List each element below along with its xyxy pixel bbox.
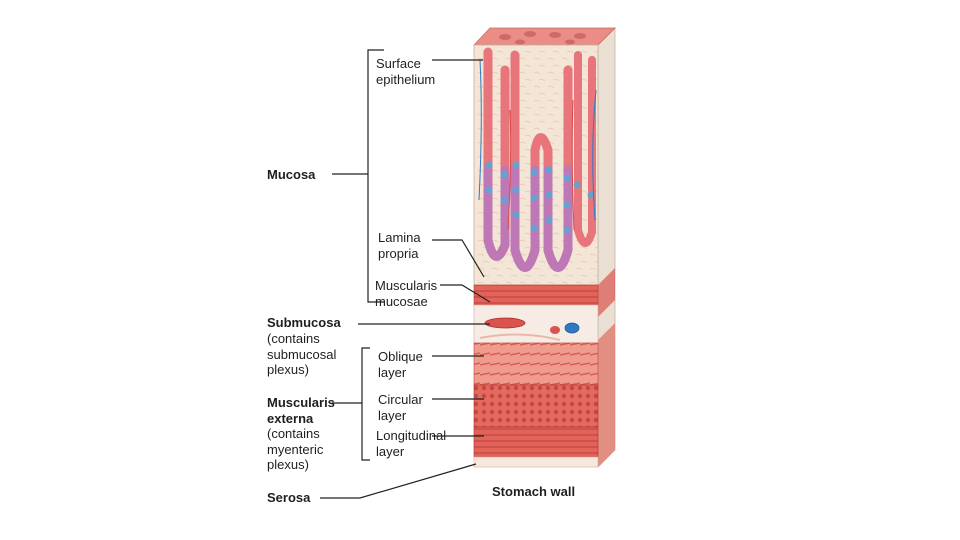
muscularis-mucosae-layer <box>474 285 598 305</box>
submucosa-label: Submucosa <box>267 315 341 331</box>
muscularis-externa-label: Muscularis externa <box>267 395 335 426</box>
longitudinal-layer-label: Longitudinal layer <box>376 428 446 459</box>
block-top-surface <box>474 28 615 45</box>
surface-epithelium-label: Surface epithelium <box>376 56 435 87</box>
oblique-muscle-layer <box>474 343 598 385</box>
mucosa-bracket <box>368 50 384 302</box>
muscularis-externa-note-label: (contains myenteric plexus) <box>267 426 323 473</box>
serosa-layer <box>474 457 598 467</box>
lamina-propria-label: Lamina propria <box>378 230 421 261</box>
mucosa-layer <box>474 45 598 285</box>
submucosa-layer <box>474 305 598 343</box>
block-side-face <box>598 28 615 467</box>
serosa-label: Serosa <box>267 490 310 506</box>
diagram-caption: Stomach wall <box>492 484 575 500</box>
circular-muscle-layer <box>474 385 598 427</box>
muscularis-externa-bracket <box>362 348 370 460</box>
muscularis-mucosae-label: Muscularis mucosae <box>375 278 437 309</box>
mucosa-label: Mucosa <box>267 167 315 183</box>
longitudinal-muscle-layer <box>474 427 598 457</box>
oblique-layer-label: Oblique layer <box>378 349 423 380</box>
circular-layer-label: Circular layer <box>378 392 423 423</box>
submucosa-note-label: (contains submucosal plexus) <box>267 331 336 378</box>
